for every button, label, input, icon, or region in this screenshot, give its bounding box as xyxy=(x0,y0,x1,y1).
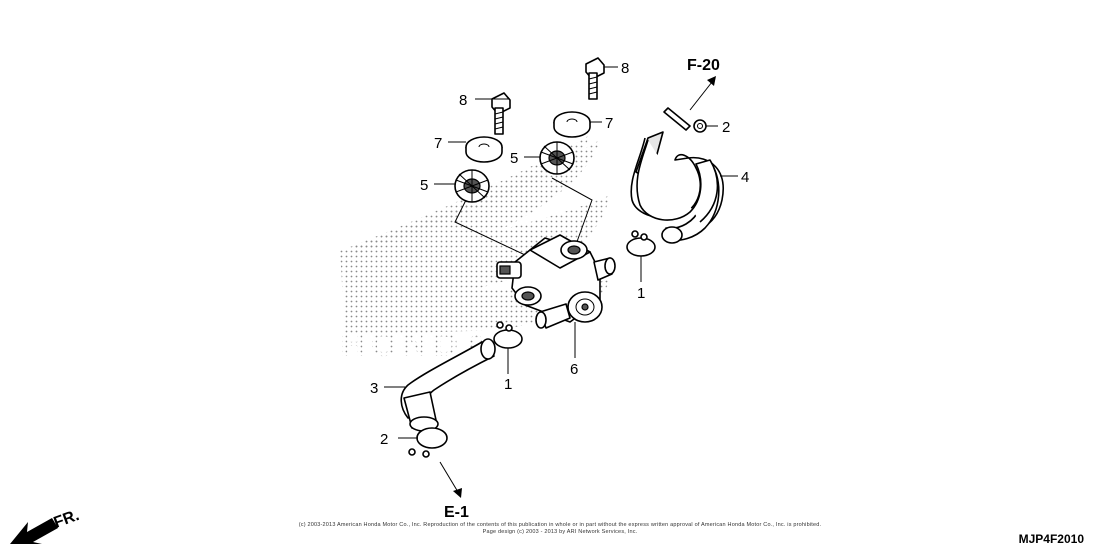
arrow-to-e1 xyxy=(439,461,462,498)
front-direction-arrow xyxy=(10,518,58,544)
part-5-grommet-left[interactable] xyxy=(454,169,490,203)
callout-8-right: 8 xyxy=(621,60,629,77)
callout-6: 6 xyxy=(570,361,578,378)
part-7-washer-right[interactable] xyxy=(553,111,591,138)
leader-lines xyxy=(384,66,738,439)
callout-1-right: 1 xyxy=(637,285,645,302)
reference-label-top[interactable]: F-20 xyxy=(687,57,720,74)
callout-3: 3 xyxy=(370,380,378,397)
part-5-grommet-right[interactable] xyxy=(539,141,575,175)
part-6-control-valve[interactable] xyxy=(496,234,616,329)
front-label: FR. xyxy=(52,507,82,532)
part-8-bolt-left[interactable] xyxy=(491,92,511,135)
copyright-notice: (c) 2003-2013 American Honda Motor Co., … xyxy=(298,522,822,528)
page-design-credit: Page design (c) 2003 - 2013 by ARI Netwo… xyxy=(482,529,638,535)
part-4-hose[interactable] xyxy=(630,131,724,244)
diagram-code: MJP4F2010 xyxy=(1018,532,1084,546)
callout-2-bottom: 2 xyxy=(380,431,388,448)
callout-4: 4 xyxy=(741,169,749,186)
callout-8-left: 8 xyxy=(459,92,467,109)
part-2-clip-top[interactable] xyxy=(663,107,707,133)
part-1-clip-right[interactable] xyxy=(626,230,656,257)
part-8-bolt-right[interactable] xyxy=(585,57,605,100)
part-2-clip-bottom[interactable] xyxy=(408,427,448,458)
callout-1-left: 1 xyxy=(504,376,512,393)
callout-7-left: 7 xyxy=(434,135,442,152)
callout-7-right: 7 xyxy=(605,115,613,132)
part-7-washer-left[interactable] xyxy=(465,136,503,163)
arrow-to-f20 xyxy=(689,76,716,111)
callout-5-left: 5 xyxy=(420,177,428,194)
callout-2-top: 2 xyxy=(722,119,730,136)
callout-5-right: 5 xyxy=(510,150,518,167)
reference-label-bottom[interactable]: E-1 xyxy=(444,504,469,521)
mounting-guide-lines xyxy=(454,177,593,263)
